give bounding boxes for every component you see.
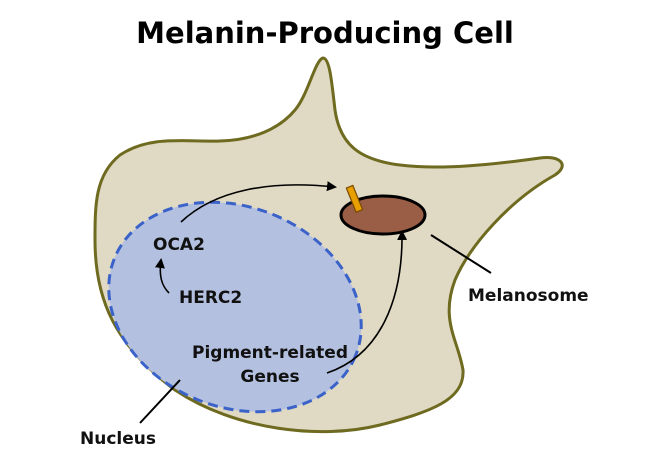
nucleus-leader-line [139,379,181,424]
arrow-herc2-to-oca2 [154,258,170,294]
pigment-genes-label-line1: Pigment-related [192,343,348,363]
arrow-genes-to-melanosome [326,230,408,374]
nucleus-label: Nucleus [80,429,156,449]
melanosome [339,194,427,236]
arrow-oca2-to-melanosome [180,181,337,223]
oca2-protein [345,184,364,213]
diagram-title: Melanin-Producing Cell [136,16,514,50]
oca2-label: OCA2 [153,235,205,255]
pigment-genes-label-line2: Genes [240,367,299,387]
melanosome-leader-line [430,234,492,274]
nucleus [107,200,363,414]
melanosome-label: Melanosome [468,286,589,306]
herc2-label: HERC2 [179,288,242,308]
